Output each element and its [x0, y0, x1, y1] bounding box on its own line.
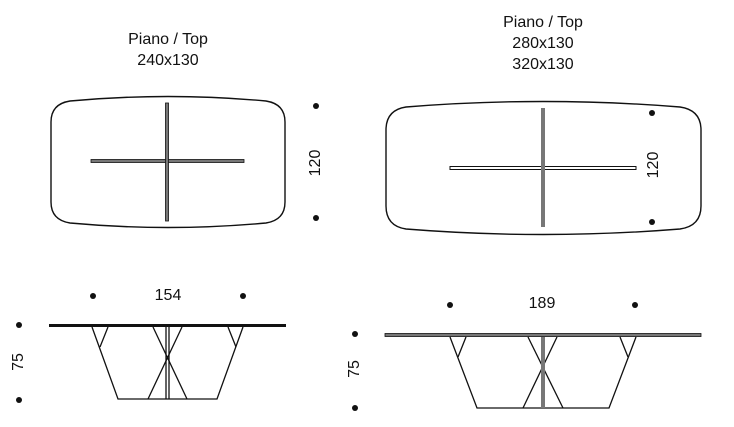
right-tabletop-outline	[385, 100, 702, 236]
right-elevation-bracket-right	[619, 336, 629, 358]
left-height-dot-bottom	[16, 397, 22, 403]
left-depth-label: 120	[307, 149, 324, 177]
right-depth-label: 120	[645, 151, 662, 179]
right-elevation-bracket-left	[457, 336, 467, 358]
left-height-label: 75	[10, 353, 27, 371]
right-elevation-top	[384, 333, 702, 337]
right-depth-dot-top	[649, 110, 655, 116]
right-width-dot-left	[447, 302, 453, 308]
right-elevation-x-2	[522, 336, 558, 409]
right-height-label: 75	[346, 360, 363, 378]
left-top-view	[50, 95, 319, 229]
right-width-label: 189	[528, 295, 556, 312]
right-elevation	[352, 302, 702, 411]
left-elevation	[16, 293, 286, 403]
left-width-dot-right	[240, 293, 246, 299]
right-height-dot-bottom	[352, 405, 358, 411]
left-elevation-bracket-right	[227, 326, 237, 348]
right-width-dot-right	[632, 302, 638, 308]
right-caption-size-1: 280x130	[512, 35, 574, 52]
left-elevation-leg-left	[91, 326, 244, 400]
right-elevation-x-1	[527, 336, 564, 409]
right-caption-size-2: 320x130	[512, 56, 574, 73]
left-width-label: 154	[154, 287, 182, 304]
left-caption: Piano / Top 240x130	[128, 29, 208, 71]
left-tabletop-outline	[50, 95, 286, 229]
left-caption-size: 240x130	[137, 52, 199, 69]
left-depth-dot-bottom	[313, 215, 319, 221]
right-height-dot-top	[352, 331, 358, 337]
left-base-bar-vertical	[165, 102, 169, 222]
left-depth-dot-top	[313, 103, 319, 109]
left-width-dot-left	[90, 293, 96, 299]
left-elevation-x-2	[147, 326, 183, 400]
left-caption-title: Piano / Top	[128, 31, 208, 48]
right-base-bar-vertical	[541, 108, 545, 227]
right-elevation-center-post	[541, 337, 545, 408]
right-caption: Piano / Top 280x130 320x130	[503, 12, 583, 75]
left-height-dot-top	[16, 322, 22, 328]
left-elevation-bracket-left	[99, 326, 109, 348]
right-caption-title: Piano / Top	[503, 14, 583, 31]
right-top-view	[385, 100, 702, 236]
right-depth-dot-bottom	[649, 219, 655, 225]
left-elevation-x-1	[152, 326, 188, 400]
